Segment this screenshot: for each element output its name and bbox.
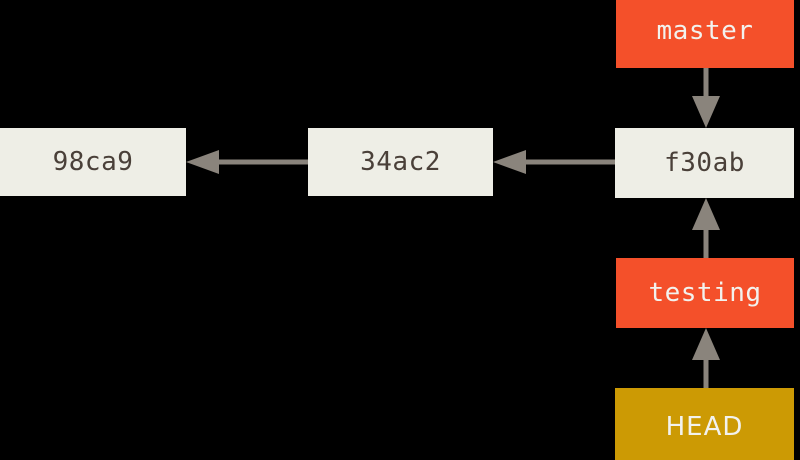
- commit-label: 98ca9: [52, 147, 134, 177]
- commit-node-34ac2[interactable]: 34ac2: [308, 128, 493, 196]
- head-label: HEAD: [665, 412, 744, 442]
- arrow-testing-to-f30ab: [692, 198, 720, 258]
- arrow-34ac2-to-98ca9: [186, 150, 308, 174]
- arrow-master-to-f30ab: [692, 68, 720, 128]
- commit-node-f30ab[interactable]: f30ab: [615, 128, 794, 198]
- branch-node-testing[interactable]: testing: [616, 258, 794, 328]
- commit-label: f30ab: [664, 148, 745, 178]
- commit-node-98ca9[interactable]: 98ca9: [0, 128, 186, 196]
- head-pointer-node[interactable]: HEAD: [615, 388, 794, 460]
- commit-label: 34ac2: [360, 147, 441, 177]
- branch-node-master[interactable]: master: [616, 0, 794, 68]
- arrow-head-to-testing: [692, 328, 720, 388]
- arrow-f30ab-to-34ac2: [493, 150, 615, 174]
- branch-label: master: [656, 16, 754, 46]
- branch-label: testing: [648, 278, 762, 308]
